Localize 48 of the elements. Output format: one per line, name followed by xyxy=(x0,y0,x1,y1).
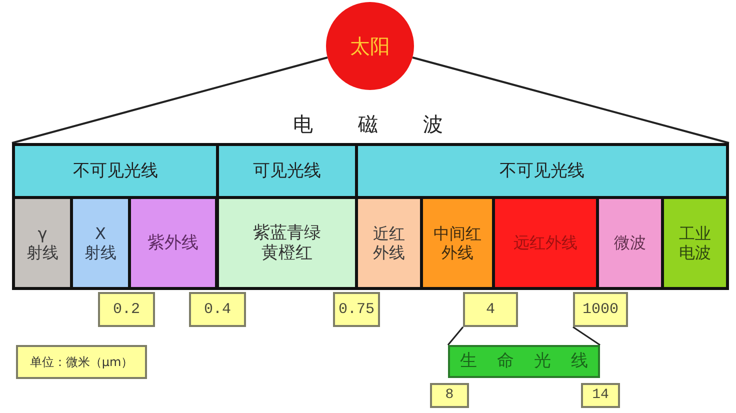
value-tag xyxy=(463,292,518,327)
spectrum-segment xyxy=(131,199,215,287)
segment-label: 紫外线 xyxy=(148,232,198,254)
visibility-band xyxy=(219,146,355,196)
connector-line xyxy=(412,56,730,144)
spectrum-segment xyxy=(599,199,661,287)
sun-label: 太阳 xyxy=(350,34,390,58)
spectrum-segment xyxy=(423,199,492,287)
spectrum-segment xyxy=(73,199,128,287)
value-label: 4 xyxy=(486,300,495,318)
value-label: 8 xyxy=(445,387,454,404)
segment-label: 微波 xyxy=(614,233,646,253)
visibility-band xyxy=(358,146,726,196)
value-label: 0.75 xyxy=(338,300,374,318)
value-tag xyxy=(98,292,155,327)
segment-label: 近红外线 xyxy=(372,224,406,262)
unit-note xyxy=(16,345,147,379)
value-label: 0.2 xyxy=(112,300,140,318)
visibility-band xyxy=(15,146,216,196)
band-label: 不可见光线 xyxy=(500,160,584,182)
spectrum-heading: 电磁波 xyxy=(293,112,443,136)
spectrum-segment xyxy=(495,199,596,287)
band-label: 生命光线 xyxy=(460,351,588,372)
highlight-band xyxy=(448,345,600,378)
segment-label: γ 射线 xyxy=(26,224,60,262)
spectrum-segment xyxy=(358,199,420,287)
spectrum-segment xyxy=(15,199,70,287)
value-tag xyxy=(573,292,628,327)
value-label: 14 xyxy=(592,387,609,404)
note-text: 单位：微米（μm） xyxy=(30,354,134,370)
spectrum-segment xyxy=(219,199,355,287)
value-label: 1000 xyxy=(582,300,618,318)
segment-label: 紫蓝青绿黄橙红 xyxy=(252,222,322,264)
value-tag xyxy=(333,292,380,327)
segment-label: 中间红外线 xyxy=(432,224,482,262)
value-tag xyxy=(430,383,469,408)
segment-label: X 射线 xyxy=(84,224,118,262)
band-label: 不可见光线 xyxy=(73,160,158,182)
band-label: 可见光线 xyxy=(253,160,321,182)
spectrum-segment xyxy=(664,199,726,287)
value-tag xyxy=(189,292,246,327)
connector-line xyxy=(447,326,464,346)
segment-label: 远红外线 xyxy=(514,233,578,253)
value-label: 0.4 xyxy=(204,300,231,318)
segment-label: 工业电波 xyxy=(678,224,712,262)
value-tag xyxy=(581,383,620,408)
connector-line xyxy=(572,326,600,346)
connector-line xyxy=(12,56,328,144)
